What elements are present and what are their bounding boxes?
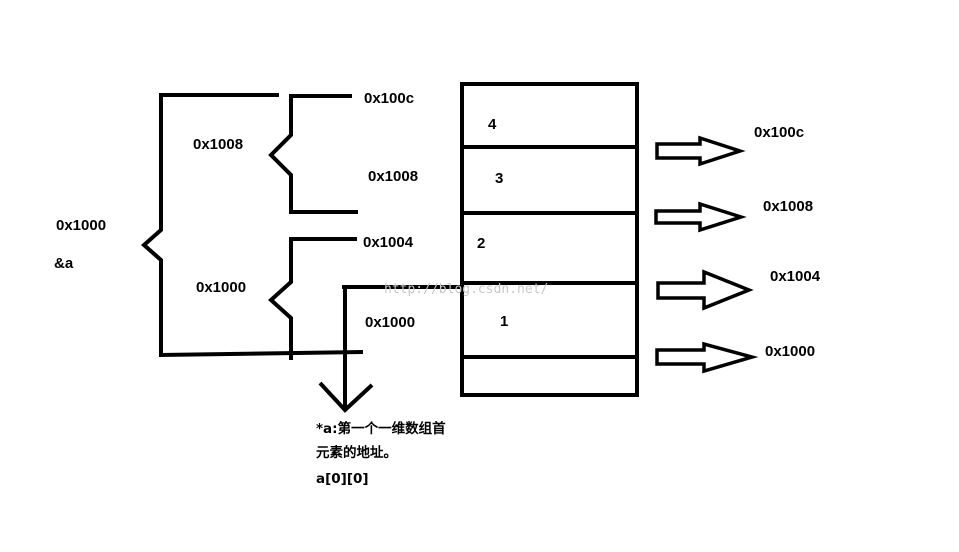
memory-block xyxy=(460,82,639,397)
outer-brace xyxy=(140,93,364,358)
tick-label-0x1008: 0x1008 xyxy=(368,168,418,185)
lower-inner-brace xyxy=(268,237,357,360)
tick-label-0x1000: 0x1000 xyxy=(365,314,415,331)
arrow-label-0x1008: 0x1008 xyxy=(763,198,813,215)
arrow-label-0x1004: 0x1004 xyxy=(770,268,821,285)
memory-cell-value-1: 1 xyxy=(500,313,508,330)
right-arrow-4 xyxy=(655,341,759,374)
note-line-3: a[0][0] xyxy=(316,471,369,487)
outer-brace-symbol-label: &a xyxy=(54,255,74,272)
memory-cell-value-4: 4 xyxy=(488,116,497,133)
tick-label-0x100c: 0x100c xyxy=(364,90,414,107)
upper-inner-brace xyxy=(268,94,358,214)
arrow-label-0x1000: 0x1000 xyxy=(765,343,815,360)
memory-cell-value-3: 3 xyxy=(495,170,503,187)
pointer-arrow-head xyxy=(318,381,374,413)
right-arrow-1 xyxy=(655,135,746,167)
upper-brace-label: 0x1008 xyxy=(193,136,243,153)
lower-brace-label: 0x1000 xyxy=(196,279,246,296)
right-arrow-3 xyxy=(656,269,754,311)
pointer-arrow-line xyxy=(342,285,462,408)
tick-label-0x1004: 0x1004 xyxy=(363,234,414,251)
outer-brace-address-label: 0x1000 xyxy=(56,217,106,234)
right-arrow-2 xyxy=(654,201,747,233)
memory-cell-value-2: 2 xyxy=(477,235,485,252)
note-line-1: *a:第一个一维数组首 xyxy=(316,420,446,437)
arrow-label-0x100c: 0x100c xyxy=(754,124,804,141)
watermark-text: http://blog.csdn.net/ xyxy=(384,282,548,297)
note-line-2: 元素的地址。 xyxy=(316,444,397,461)
